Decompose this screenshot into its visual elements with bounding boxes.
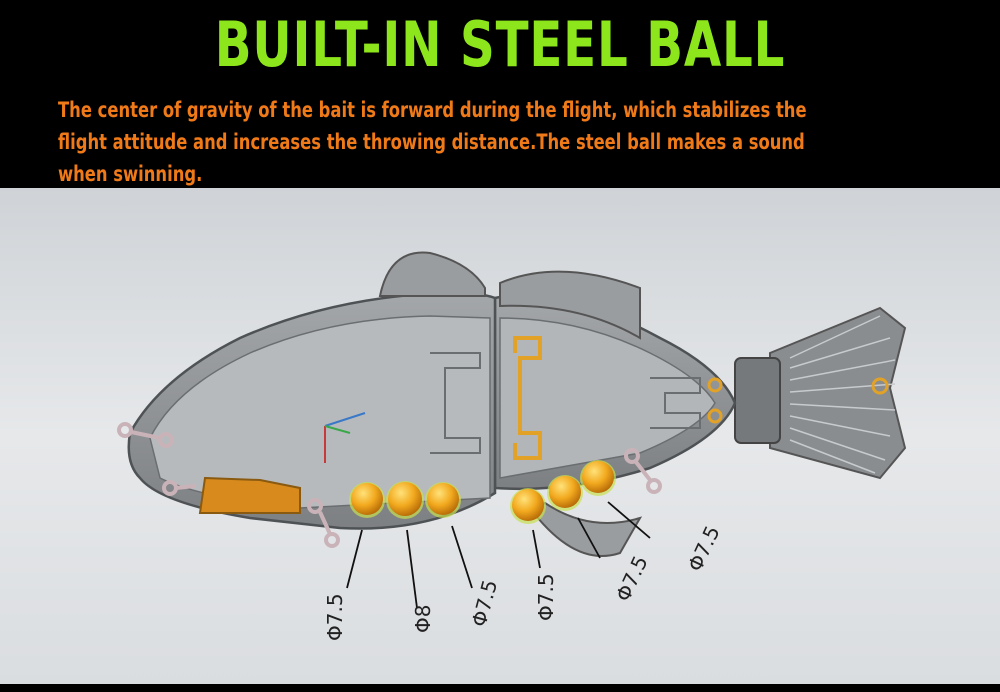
description-line-3: when swinning. [58,162,203,186]
description-text: The center of gravity of the bait is for… [58,94,916,190]
dorsal-fin-rear [499,270,641,340]
axis-gizmo [324,412,366,463]
description-line-2: flight attitude and increases the throwi… [58,130,805,154]
ball-diameter-label: Φ8 [411,605,435,633]
steel-balls-rear [510,460,616,524]
ball-diameter-label: Φ7.5 [534,573,558,621]
lure-cross-section-render: Φ7.5 Φ8 Φ7.5 Φ7.5 Φ7.5 Φ7.5 [0,188,1000,684]
line-tie-rings [117,422,662,548]
ball-diameter-label: Φ7.5 [323,593,347,641]
head-weight-insert [198,476,301,514]
joint-hinge [513,336,542,460]
tail-fin [734,306,907,480]
dimension-leader-lines [346,501,651,609]
page-title: BUILT-IN STEEL BALL [214,8,786,81]
dorsal-fin-front [378,251,486,297]
rear-cavity [499,317,716,479]
description-line-1: The center of gravity of the bait is for… [58,98,807,122]
steel-balls-front [349,481,461,519]
header-band: BUILT-IN STEEL BALL The center of gravit… [0,0,1000,188]
bottom-border [0,684,1000,692]
